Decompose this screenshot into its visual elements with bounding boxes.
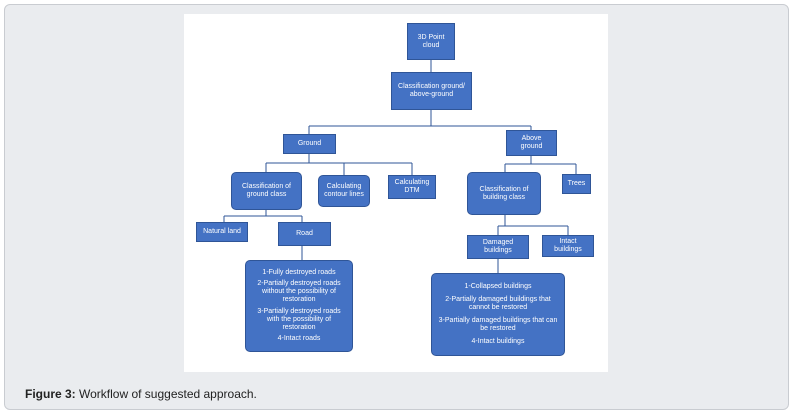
node-trees: Trees — [562, 174, 591, 194]
road-type-item: 2-Partially destroyed roads without the … — [257, 280, 341, 304]
road-type-item: 1-Fully destroyed roads — [262, 268, 336, 276]
road-types-list: 1-Fully destroyed roads 2-Partially dest… — [245, 260, 353, 352]
figure-label: Figure 3: — [25, 387, 76, 401]
node-natural-land: Natural land — [196, 222, 248, 242]
node-calculating-dtm: Calculating DTM — [388, 175, 436, 199]
building-type-item: 2-Partially damaged buildings that canno… — [445, 296, 551, 311]
building-types-list: 1-Collapsed buildings 2-Partially damage… — [431, 273, 565, 356]
building-type-item: 4-Intact buildings — [471, 338, 525, 345]
building-type-item: 3-Partially damaged buildings that can b… — [438, 317, 558, 332]
node-intact-buildings: Intact buildings — [542, 235, 594, 257]
figure-caption-text: Workflow of suggested approach. — [75, 387, 257, 401]
node-classification-ground-above-ground: Classification ground/ above-ground — [391, 72, 472, 110]
road-type-item: 4-Intact roads — [277, 335, 321, 343]
node-damaged-buildings: Damaged buildings — [467, 235, 529, 259]
building-type-item: 1-Collapsed buildings — [464, 283, 532, 290]
node-above-ground: Above ground — [506, 130, 557, 156]
node-ground: Ground — [283, 134, 336, 154]
node-classification-building-class: Classification of building class — [467, 172, 541, 215]
connector-lines — [223, 60, 577, 273]
node-road: Road — [278, 222, 331, 246]
node-calculating-contour-lines: Calculating contour lines — [318, 175, 370, 207]
workflow-diagram: 3D Point cloud Classification ground/ ab… — [184, 14, 608, 372]
node-classification-ground-class: Classification of ground class — [231, 172, 302, 210]
node-3d-point-cloud: 3D Point cloud — [407, 23, 455, 60]
figure-caption: Figure 3: Workflow of suggested approach… — [25, 387, 257, 401]
road-type-item: 3-Partially destroyed roads with the pos… — [257, 307, 341, 331]
